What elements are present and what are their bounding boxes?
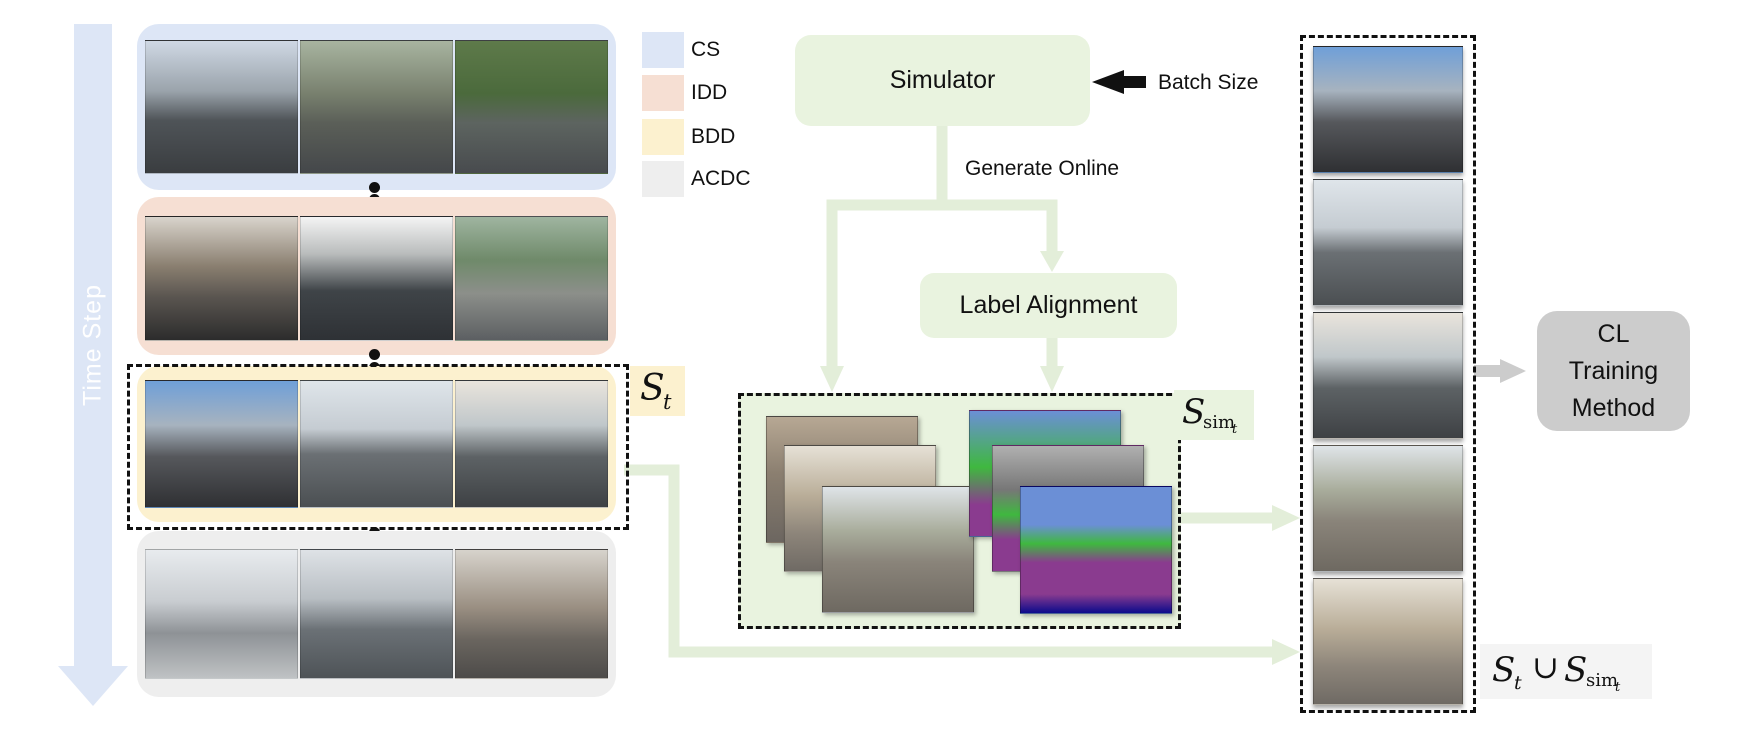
bdd-street-image-2 [300, 380, 453, 508]
bdd-street-image-3 [455, 380, 608, 508]
acdc-panel [137, 531, 616, 697]
batch-size-arrow-head [1092, 70, 1124, 94]
cs-street-image-1 [145, 40, 298, 174]
batch-image-3 [1313, 312, 1463, 439]
bdd-image-strip [145, 380, 608, 508]
legend-label-cs: CS [691, 38, 721, 61]
union-set-label: S t ∪ S sim t [1480, 644, 1652, 699]
separator-dot [369, 349, 380, 360]
legend-swatch-idd [642, 75, 684, 111]
idd-street-image-2 [300, 216, 453, 341]
legend-swatch-bdd [642, 119, 684, 155]
arrow-to-cl-shaft [1474, 365, 1504, 377]
acdc-street-image-3 [455, 549, 608, 679]
sim-set-label: S sim t [1174, 390, 1254, 440]
label-alignment-box: Label Alignment [920, 273, 1177, 338]
idd-image-strip [145, 216, 608, 341]
cl-training-method-box: CL Training Method [1537, 311, 1690, 431]
idd-street-image-3 [455, 216, 608, 341]
arrow-current-set-to-output [624, 464, 1275, 658]
batch-size-label: Batch Size [1158, 71, 1259, 94]
separator-dot [369, 182, 380, 193]
time-step-arrow-head [58, 666, 128, 706]
arrow-sim-to-alignment [942, 199, 1058, 255]
time-step-arrow-shaft [74, 24, 112, 668]
generate-online-label: Generate Online [965, 157, 1120, 180]
legend-label-acdc: ACDC [691, 167, 751, 190]
arrow-to-cl-head [1500, 359, 1526, 383]
training-batch-box [1300, 35, 1476, 713]
batch-image-4 [1313, 445, 1463, 572]
batch-image-5 [1313, 578, 1463, 705]
simulator-box: Simulator [795, 35, 1090, 126]
sim-label-image-front [1020, 486, 1172, 614]
idd-panel [137, 197, 616, 355]
legend-label-idd: IDD [691, 81, 728, 104]
acdc-street-image-1 [145, 549, 298, 679]
idd-street-image-1 [145, 216, 298, 341]
bdd-street-image-1 [145, 380, 298, 508]
batch-image-2 [1313, 179, 1463, 306]
cs-image-strip [145, 40, 608, 174]
cs-street-image-3 [455, 40, 608, 174]
simulated-set-box [738, 393, 1181, 629]
current-set-box [127, 364, 629, 530]
acdc-street-image-2 [300, 549, 453, 679]
bdd-panel [137, 366, 616, 522]
legend-swatch-acdc [642, 161, 684, 197]
cs-panel [137, 24, 616, 190]
batch-image-1 [1313, 46, 1463, 173]
cs-street-image-2 [300, 40, 453, 174]
legend-label-bdd: BDD [691, 125, 736, 148]
current-set-label: S t [630, 366, 685, 416]
legend-swatch-cs [642, 32, 684, 68]
arrow-sim-to-set [826, 126, 948, 370]
sim-rgb-image-front [822, 486, 974, 613]
batch-size-arrow-shaft [1122, 76, 1146, 88]
acdc-image-strip [145, 549, 608, 679]
